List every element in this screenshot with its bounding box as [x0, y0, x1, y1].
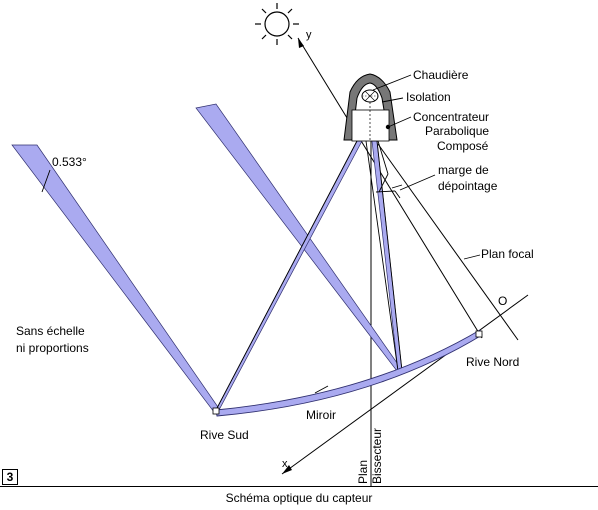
leader-lines	[41, 74, 481, 394]
label-concentrateur: Concentrateur	[413, 110, 489, 124]
label-sans-echelle: Sans échelle	[16, 324, 85, 338]
bottom-divider	[0, 486, 598, 487]
pointing-margin-lines	[375, 140, 403, 199]
label-rive-nord: Rive Nord	[466, 355, 519, 369]
label-marge: marge de	[438, 163, 489, 177]
label-isolation: Isolation	[406, 90, 451, 104]
figure-caption: Schéma optique du capteur	[225, 491, 373, 505]
receiver-cpc	[343, 73, 398, 142]
label-plan: Plan	[356, 460, 370, 484]
concentrator-dot	[385, 124, 391, 130]
label-axis-y: y	[306, 29, 312, 41]
reflected-edge-sud	[215, 140, 358, 411]
figure-number: 3	[2, 469, 18, 485]
label-axis-x: x	[282, 458, 288, 470]
label-chaudiere: Chaudière	[413, 68, 469, 82]
sun-icon	[255, 3, 299, 45]
reflected-ray-rive-sud	[215, 140, 363, 411]
focal-plane-line	[377, 143, 519, 341]
label-depointage: dépointage	[438, 179, 498, 193]
mirror	[215, 329, 483, 417]
label-bissecteur: Bissecteur	[370, 428, 384, 484]
label-angle: 0.533°	[52, 155, 87, 169]
label-compose: Composé	[437, 139, 489, 153]
y-axis-arrowhead	[298, 38, 304, 48]
incoming-ray-rive-sud	[11, 144, 221, 413]
label-rive-sud: Rive Sud	[200, 428, 249, 442]
mirror-edge-marker-nord	[475, 330, 483, 338]
label-ni-proportions: ni proportions	[16, 341, 89, 355]
x-axis	[281, 294, 529, 475]
mirror-edge-marker-sud	[212, 407, 220, 415]
x-axis-arrowhead	[282, 465, 292, 474]
label-miroir: Miroir	[306, 408, 336, 422]
label-parabolique: Parabolique	[425, 124, 489, 138]
reflected-edge-inner	[365, 140, 399, 372]
label-plan-focal: Plan focal	[481, 247, 534, 261]
y-axis	[297, 37, 483, 339]
reflected-edge-nord	[376, 140, 403, 372]
label-point-o: O	[498, 294, 507, 308]
